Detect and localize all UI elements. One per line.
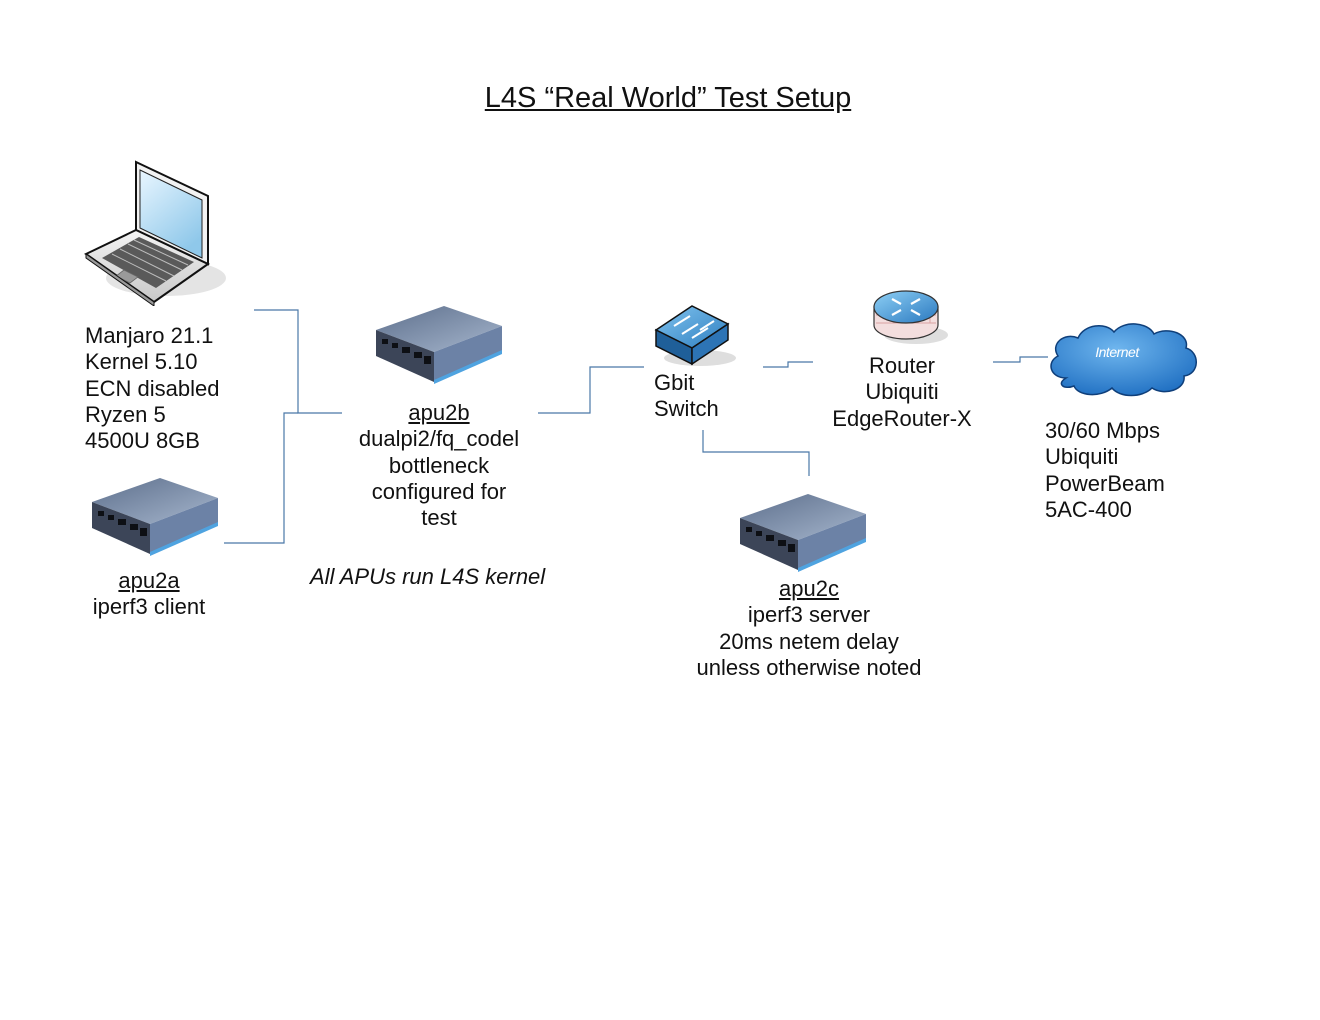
apu2c-name: apu2c xyxy=(779,576,839,601)
apu2a-name: apu2a xyxy=(118,568,180,593)
apu-box-icon xyxy=(92,478,218,556)
apu2c-role: iperf3 server xyxy=(747,602,871,628)
wire-laptop-apu2b xyxy=(254,309,342,414)
router-icon xyxy=(873,290,948,344)
apu2b-role: bottleneck xyxy=(388,452,490,478)
apu2b-purpose: test xyxy=(421,505,457,531)
apu-box-icon xyxy=(376,306,502,384)
laptop-icon xyxy=(84,160,226,306)
apu2c-label: apu2c iperf3 server 20ms netem delay unl… xyxy=(679,576,939,681)
laptop-spec-cpu: Ryzen 5 xyxy=(85,401,166,427)
uplink-speed: 30/60 Mbps xyxy=(1045,418,1160,443)
apu-box-icon xyxy=(740,494,866,572)
uplink-vendor: Ubiquiti xyxy=(1045,444,1119,470)
internet-cloud-icon xyxy=(1050,323,1197,397)
internet-cloud-label: Internet xyxy=(1095,344,1139,360)
apu2b-config: configured for xyxy=(371,478,507,504)
network-switch-icon xyxy=(654,305,736,366)
wire-apu2a-apu2b xyxy=(224,412,298,544)
diagram-title: L4S “Real World” Test Setup xyxy=(484,82,852,114)
router-type: Router xyxy=(868,353,936,378)
apu2b-label: apu2b dualpi2/fq_codel bottleneck config… xyxy=(339,400,539,531)
wire-switch-apu2c xyxy=(702,430,810,476)
laptop-specs: Manjaro 21.1 Kernel 5.10 ECN disabled Ry… xyxy=(85,323,220,454)
uplink-model: 5AC-400 xyxy=(1045,496,1132,522)
switch-speed: Gbit xyxy=(654,370,695,395)
router-vendor: Ubiquiti xyxy=(865,379,939,405)
apu2a-role: iperf3 client xyxy=(92,594,206,620)
uplink-product: PowerBeam xyxy=(1045,470,1165,496)
apu2c-note: unless otherwise noted xyxy=(696,654,922,680)
internet-cloud: Internet xyxy=(1044,318,1202,398)
switch-type: Switch xyxy=(654,396,719,422)
apu2b-name: apu2b xyxy=(408,400,470,425)
laptop-spec-os: Manjaro 21.1 xyxy=(85,323,214,348)
switch-label: Gbit Switch xyxy=(654,370,719,423)
laptop-spec-ecn: ECN disabled xyxy=(85,375,220,401)
router-label: Router Ubiquiti EdgeRouter-X xyxy=(822,353,982,432)
wire-router-internet xyxy=(993,356,1048,363)
apu2b-qdisc: dualpi2/fq_codel xyxy=(358,426,520,452)
kernel-note: All APUs run L4S kernel xyxy=(310,564,546,589)
laptop-spec-kernel: Kernel 5.10 xyxy=(85,349,198,375)
router-model: EdgeRouter-X xyxy=(832,405,972,431)
apu2c-delay: 20ms netem delay xyxy=(719,628,899,654)
internet-uplink-label: 30/60 Mbps Ubiquiti PowerBeam 5AC-400 xyxy=(1045,418,1165,523)
wire-switch-router xyxy=(763,361,813,368)
wire-apu2b-switch xyxy=(538,366,644,414)
laptop-spec-model: 4500U 8GB xyxy=(85,428,200,454)
apu2a-label: apu2a iperf3 client xyxy=(69,568,229,621)
